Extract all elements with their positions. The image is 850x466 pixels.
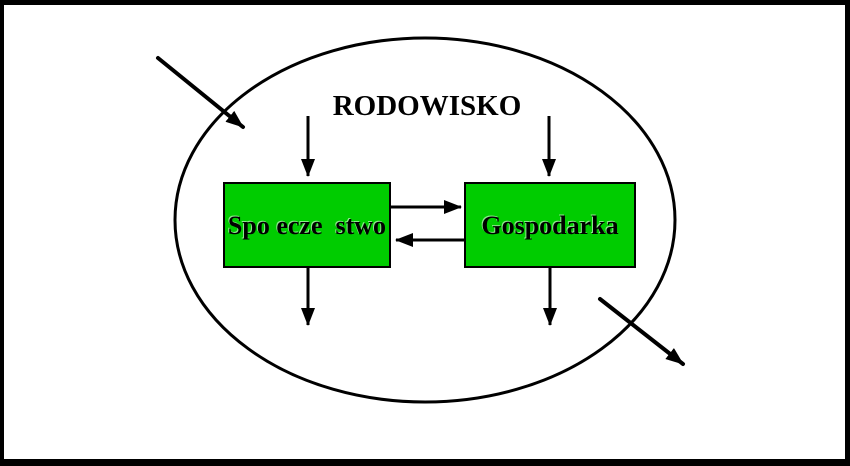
society-box-label: Spo ecze stwo [228, 211, 386, 240]
economy-box-label: Gospodarka [481, 211, 618, 240]
external-outflow-arrow [598, 297, 685, 366]
external-inflow-arrow [156, 56, 245, 129]
environment-title: RODOWISKO [333, 90, 522, 122]
environment-ellipse [173, 36, 677, 404]
diagram-canvas: RODOWISKO Spo ecze stwo Gospodarka [156, 36, 685, 404]
society-box [223, 182, 391, 268]
economy-box [464, 182, 636, 268]
